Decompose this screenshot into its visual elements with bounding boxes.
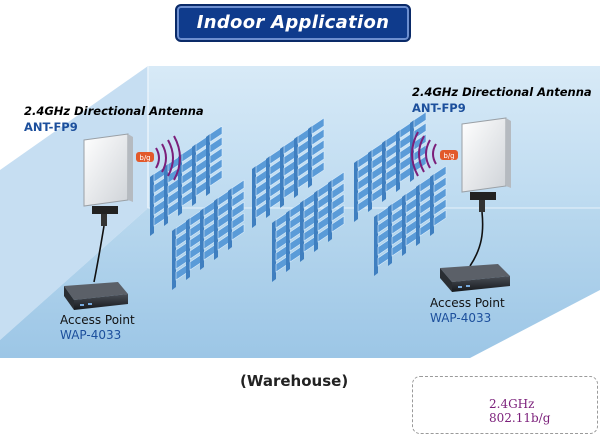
room — [0, 66, 600, 358]
floor — [0, 208, 600, 358]
right-signal-waves — [411, 131, 437, 177]
left-antenna-name: 2.4GHz Directional Antenna — [24, 104, 204, 118]
left-bg-badge: b/g — [136, 152, 154, 162]
left-antenna-model: ANT-FP9 — [24, 120, 78, 134]
page-title: Indoor Application — [196, 12, 390, 33]
left-access-point — [64, 282, 128, 310]
svg-text:b/g: b/g — [139, 154, 150, 162]
rack-3 — [252, 117, 325, 228]
rack-6 — [374, 165, 447, 276]
legend-box: 2.4GHz 802.11b/g — [412, 376, 598, 434]
left-signal-waves — [155, 135, 181, 181]
svg-text:b/g: b/g — [443, 152, 454, 160]
right-access-point — [440, 264, 510, 292]
right-bg-badge: b/g — [440, 150, 458, 160]
left-wall — [0, 66, 148, 340]
warehouse-caption: (Warehouse) — [240, 372, 349, 390]
title-banner: Indoor Application — [175, 4, 411, 42]
left-ap-model: WAP-4033 — [60, 328, 122, 342]
legend-label: 2.4GHz 802.11b/g — [489, 397, 551, 425]
right-ap-model: WAP-4033 — [430, 311, 492, 325]
right-antenna-name: 2.4GHz Directional Antenna — [412, 85, 592, 99]
right-antenna — [461, 117, 511, 267]
left-ap-name: Access Point — [60, 313, 135, 327]
right-ap-name: Access Point — [430, 296, 505, 310]
rack-2 — [172, 179, 245, 290]
left-antenna — [83, 133, 133, 283]
rack-4 — [272, 171, 345, 282]
right-antenna-model: ANT-FP9 — [412, 101, 466, 115]
